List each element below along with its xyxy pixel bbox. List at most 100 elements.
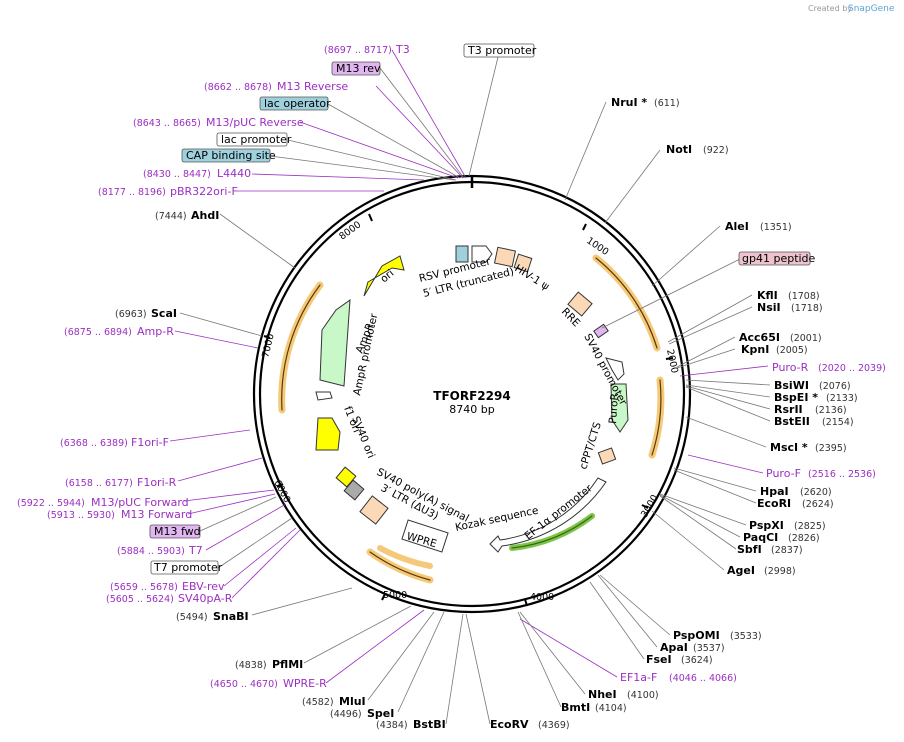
enzyme-sbfi-pos: (2837) (771, 545, 803, 556)
primer-sv40pa-r-name: SV40pA-R (178, 592, 233, 605)
enzyme-nsii-name: NsiI (757, 301, 781, 314)
gp41-peptide-box-label: gp41 peptide (742, 252, 816, 265)
enzyme-bsiwi-pos: (2076) (819, 381, 851, 392)
enzyme-noti-name: NotI (666, 143, 692, 156)
primer-m13-puc-forward-range: (5922 .. 5944) (17, 498, 85, 509)
enzyme-mlui-pos: (4582) (302, 697, 334, 708)
primer-m13-forward-name: M13 Forward (121, 508, 192, 521)
enzyme-bsteii-pos: (2154) (822, 417, 854, 428)
credit-text: Created by (808, 4, 852, 13)
enzyme-pflmi-pos: (4838) (235, 660, 267, 671)
primer-t7-name: T7 (188, 544, 203, 557)
enzyme-kfli-name: KflI (757, 289, 778, 302)
puror-label: PuroR (607, 393, 621, 424)
psi-block (513, 253, 533, 273)
enzyme-nhei-name: NheI (588, 688, 617, 701)
enzyme-apai-pos: (3537) (693, 643, 725, 654)
enzyme-kpni-pos: (2005) (776, 345, 808, 356)
orf-arcs (278, 254, 665, 584)
enzyme-apai-name: ApaI (660, 641, 688, 654)
primer-l4440-name: L4440 (217, 167, 251, 180)
enzyme-kpni-name: KpnI (741, 343, 769, 356)
m13-fwd-box-label: M13 fwd (154, 525, 201, 538)
primer-ebv-rev-name: EBV-rev (182, 580, 225, 593)
enzyme-bsiwi-name: BsiWI (774, 379, 809, 392)
tick-5000: 5000 (383, 590, 407, 601)
enzyme-msci-name: MscI * (770, 441, 808, 454)
enzyme-agei-name: AgeI (727, 564, 755, 577)
enzyme-pflmi-name: PflMI (272, 658, 303, 671)
primer-puro-r-range: (2020 .. 2039) (818, 363, 886, 374)
primer-ef1a-f-name: EF1a-F (620, 671, 657, 684)
lac-operator-box-label: lac operator (264, 97, 331, 110)
enzyme-nrui-pos: (611) (654, 98, 680, 109)
enzyme-hpai-name: HpaI (760, 485, 789, 498)
rsv-promoter-arrow (471, 245, 493, 263)
f1-ori-arrow (315, 417, 341, 451)
primer-m13-reverse-range: (8662 .. 8678) (204, 82, 272, 93)
puror-arrow (610, 383, 629, 433)
tick-4000: 4000 (530, 592, 554, 603)
enzyme-acc65i-name: Acc65I (739, 331, 780, 344)
enzyme-scai-name: ScaI (151, 307, 177, 320)
enzyme-sbfi-name: SbfI (737, 543, 762, 556)
snapgene-logo: SnapGene (848, 4, 895, 14)
plasmid-name: TFORF2294 (433, 389, 510, 403)
plasmid-size: 8740 bp (449, 403, 494, 416)
primer-t3-name: T3 (395, 43, 410, 56)
ampr-arrow (319, 298, 351, 387)
enzyme-paqci-pos: (2826) (788, 533, 820, 544)
tick-1000: 1000 (584, 235, 610, 258)
hiv-psi-label: HIV-1 ψ (512, 262, 551, 293)
enzyme-pspxi-pos: (2825) (794, 521, 826, 532)
sv40-ori-block (335, 466, 357, 488)
primer-m13-puc-forward-name: M13/pUC Forward (91, 496, 189, 509)
primer-labels: (8697 .. 8717) T3 (8662 .. 8678) M13 Rev… (17, 43, 886, 690)
primer-f1ori-f-name: F1ori-F (131, 436, 169, 449)
m13-rev-box-label: M13 rev (336, 62, 381, 75)
enzyme-paqci-name: PaqCI (743, 531, 778, 544)
primer-ef1a-f-range: (4046 .. 4066) (669, 673, 737, 684)
lac-promoter-box-label: lac promoter (221, 133, 292, 146)
enzyme-ahdi-pos: (7444) (155, 211, 187, 222)
enzyme-nhei-pos: (4100) (627, 690, 659, 701)
primer-puro-f-name: Puro-F (766, 467, 801, 480)
enzyme-mlui-name: MluI (339, 695, 366, 708)
tick-8000: 8000 (337, 219, 363, 242)
enzyme-acc65i-pos: (2001) (790, 333, 822, 344)
enzyme-bstbi-name: BstBI (413, 718, 446, 731)
enzyme-ecorv-pos: (4369) (538, 720, 570, 731)
rre-block (567, 291, 593, 317)
enzyme-snabi-name: SnaBI (213, 610, 249, 623)
f1-ori-label: f1 ori (341, 405, 362, 435)
enzyme-rsrii-pos: (2136) (815, 405, 847, 416)
enzyme-ecori-pos: (2624) (802, 499, 834, 510)
enzyme-noti-pos: (922) (703, 145, 729, 156)
ltr3-block (359, 495, 389, 525)
enzyme-agei-pos: (2998) (764, 566, 796, 577)
enzyme-rsrii-name: RsrII (774, 403, 803, 416)
ampr-promoter-arrow (315, 391, 333, 401)
enzyme-spei-name: SpeI (367, 707, 394, 720)
enzyme-hpai-pos: (2620) (800, 487, 832, 498)
primer-f1ori-r-range: (6158 .. 6177) (65, 478, 133, 489)
t3-promoter-box-label: T3 promoter (467, 44, 537, 57)
enzyme-labels-right: NruI * (611) NotI (922) AleI (1351) KflI… (490, 96, 858, 731)
enzyme-alei-pos: (1351) (760, 222, 792, 233)
primer-pbr322ori-f-range: (8177 .. 8196) (98, 187, 166, 198)
primer-amp-r-name: Amp-R (137, 325, 174, 338)
primer-m13-puc-reverse-name: M13/pUC Reverse (206, 116, 304, 129)
primer-ebv-rev-range: (5659 .. 5678) (110, 582, 178, 593)
enzyme-bspei-name: BspEI * (774, 391, 818, 404)
primer-t3-range: (8697 .. 8717) (324, 45, 392, 56)
enzyme-ahdi-name: AhdI (191, 209, 219, 222)
primer-t7-range: (5884 .. 5903) (117, 546, 185, 557)
enzyme-pspomi-name: PspOMI (673, 629, 720, 642)
primer-puro-f-range: (2516 .. 2536) (808, 469, 876, 480)
enzyme-ecori-name: EcoRI (757, 497, 791, 510)
enzyme-bmti-pos: (4104) (595, 703, 627, 714)
enzyme-msci-pos: (2395) (815, 443, 847, 454)
primer-puro-r-name: Puro-R (772, 361, 809, 374)
enzyme-bspei-pos: (2133) (826, 393, 858, 404)
